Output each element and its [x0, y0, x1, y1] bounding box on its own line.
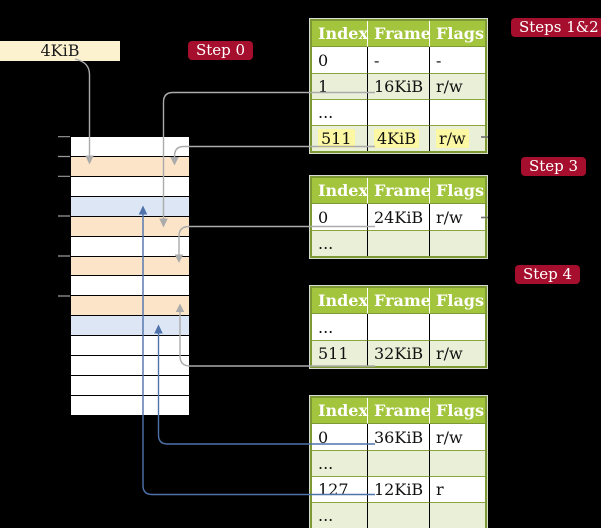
flags-column-header: Flags — [429, 178, 485, 204]
table-header-row: Index Frame Flags — [312, 178, 485, 204]
physical-memory-stack — [70, 136, 190, 416]
highlighted-value: 4KiB — [374, 129, 420, 148]
address-tick-marks — [58, 136, 70, 297]
page-table-1: Index Frame Flags 0 - - 1 16KiB r/w ... … — [310, 19, 487, 153]
page-table-4: Index Frame Flags 0 36KiB r/w ... 127 12… — [310, 396, 487, 528]
memory-frame-row — [71, 255, 189, 276]
highlighted-value: r/w — [436, 129, 469, 148]
table-row: 511 32KiB r/w — [312, 340, 485, 366]
frame-size-label: 4KiB — [0, 41, 120, 61]
table-row: ... — [312, 502, 485, 528]
memory-frame-row — [71, 335, 189, 356]
step-4-badge: Step 4 — [515, 265, 581, 284]
table-row: 1 16KiB r/w — [312, 73, 485, 99]
index-column-header: Index — [312, 21, 368, 47]
memory-frame-row — [71, 137, 189, 156]
memory-frame-row — [71, 175, 189, 196]
table-row: ... — [312, 314, 485, 340]
table-row: 127 12KiB r — [312, 476, 485, 502]
flags-column-header: Flags — [429, 21, 485, 47]
memory-frame-row — [71, 215, 189, 236]
memory-frame-row — [71, 195, 189, 216]
memory-frame-row — [71, 315, 189, 336]
table-row: 0 - - — [312, 47, 485, 73]
table-header-row: Index Frame Flags — [312, 21, 485, 47]
frame-column-header: Frame — [367, 178, 431, 204]
memory-frame-row — [71, 295, 189, 316]
page-table-2: Index Frame Flags 0 24KiB r/w ... — [310, 176, 487, 258]
table-row-highlighted: 511 4KiB r/w — [312, 125, 485, 151]
step-3-badge: Step 3 — [521, 157, 587, 176]
memory-frame-row — [71, 155, 189, 176]
page-table-3: Index Frame Flags ... 511 32KiB r/w — [310, 286, 487, 368]
index-column-header: Index — [312, 398, 368, 424]
table-row: ... — [312, 230, 485, 256]
highlighted-value: 511 — [318, 129, 355, 148]
frame-column-header: Frame — [367, 21, 431, 47]
table-row: ... — [312, 99, 485, 125]
memory-frame-row — [71, 355, 189, 376]
flags-column-header: Flags — [429, 288, 485, 314]
table-row: 0 24KiB r/w — [312, 204, 485, 230]
memory-frame-row — [71, 375, 189, 395]
table-header-row: Index Frame Flags — [312, 288, 485, 314]
memory-frame-row — [71, 275, 189, 296]
memory-frame-row — [71, 235, 189, 256]
table-row: ... — [312, 450, 485, 476]
index-column-header: Index — [312, 288, 368, 314]
table-header-row: Index Frame Flags — [312, 398, 485, 424]
table-row: 0 36KiB r/w — [312, 424, 485, 450]
flags-column-header: Flags — [429, 398, 485, 424]
frame-column-header: Frame — [367, 398, 431, 424]
index-column-header: Index — [312, 178, 368, 204]
frame-column-header: Frame — [367, 288, 431, 314]
steps-1-2-badge: Steps 1&2 — [511, 18, 601, 37]
step-0-badge: Step 0 — [188, 41, 254, 60]
memory-frame-row — [71, 394, 189, 415]
